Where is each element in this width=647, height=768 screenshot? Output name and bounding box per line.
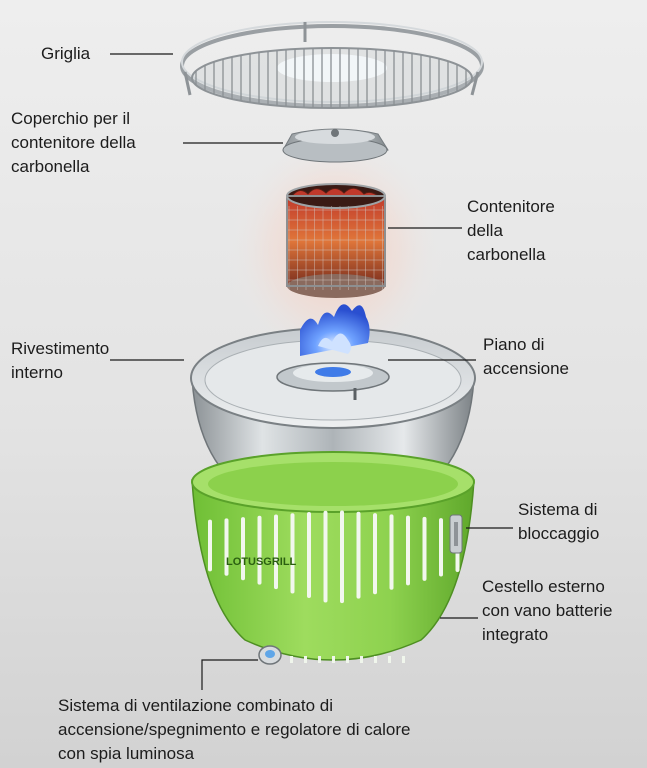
lotusgrill-logo: LOTUSGRILL (226, 556, 297, 568)
label-ventilazione: Sistema di ventilazione combinato di acc… (58, 696, 411, 763)
svg-text:LOTUSGRILL: LOTUSGRILL (226, 556, 297, 568)
leader-lines (110, 53, 513, 690)
charcoal-lid (282, 128, 389, 163)
leader-ventilazione (201, 659, 258, 690)
label-bloccaggio: Sistema di bloccaggio (518, 500, 600, 543)
label-contenitore: Contenitore della carbonella (467, 197, 555, 264)
vent-knob (258, 645, 282, 665)
charcoal-container (286, 183, 386, 298)
label-rivestimento: Rivestimento interno (11, 339, 110, 382)
label-cestello: Cestello esterno con vano batterie integ… (482, 577, 613, 644)
label-coperchio: Coperchio per il contenitore della carbo… (11, 109, 136, 176)
label-griglia: Griglia (41, 44, 91, 63)
outer-basket: LOTUSGRILL (191, 451, 475, 665)
ignition-plate (276, 304, 390, 400)
label-piano: Piano di accensione (483, 335, 570, 378)
locking-clip (449, 514, 463, 554)
grill (180, 21, 484, 109)
